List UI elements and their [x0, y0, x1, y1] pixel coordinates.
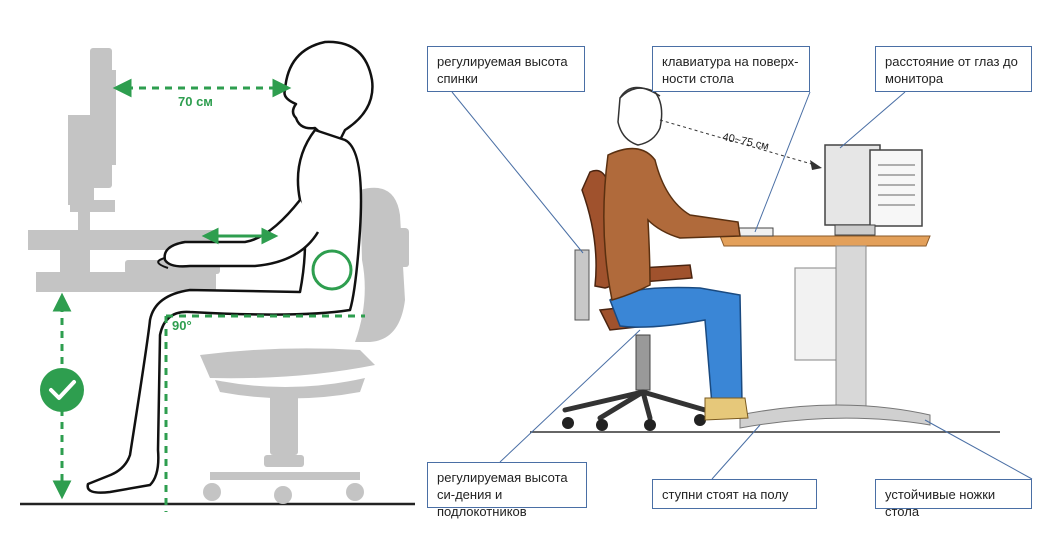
forearm-arrow-left-icon — [201, 227, 219, 245]
callout-table-legs: устойчивые ножки стола — [875, 479, 1032, 519]
arrow-left-icon — [112, 78, 132, 98]
callout-leaders — [451, 91, 1033, 480]
knee-angle-label: 90° — [172, 318, 192, 333]
lumbar-support-circle — [311, 249, 353, 291]
eye-monitor-line — [659, 119, 816, 166]
arrow-down-icon — [52, 480, 72, 500]
chair-silhouette — [200, 187, 409, 504]
seated-person — [603, 86, 749, 421]
hand-detail — [157, 257, 169, 269]
green-arrows — [52, 78, 292, 500]
callout-backrest: регулируемая высота спинки — [427, 46, 585, 92]
arrow-up-icon — [52, 292, 72, 312]
monitor-silhouette — [68, 48, 116, 234]
monitor — [824, 144, 923, 236]
eye-distance-label: 70 см — [178, 94, 213, 109]
green-guides — [60, 86, 365, 512]
forearm-arrow-right-icon — [261, 227, 279, 245]
callout-keyboard: клавиатура на поверх-ности стола — [652, 46, 810, 92]
eye-monitor-distance-label: 40~75 см — [721, 131, 769, 153]
check-circle-icon — [40, 368, 84, 412]
table — [719, 235, 931, 429]
callout-eye-distance: расстояние от глаз до монитора — [875, 46, 1032, 92]
callout-feet: ступни стоят на полу — [652, 479, 817, 509]
arrow-right-icon — [272, 78, 292, 98]
callout-seat-height: регулируемая высота си-дения и подлокотн… — [427, 462, 587, 519]
eye-monitor-arrow-icon — [810, 160, 822, 170]
keyboard — [734, 227, 774, 237]
person-outline — [86, 40, 374, 494]
